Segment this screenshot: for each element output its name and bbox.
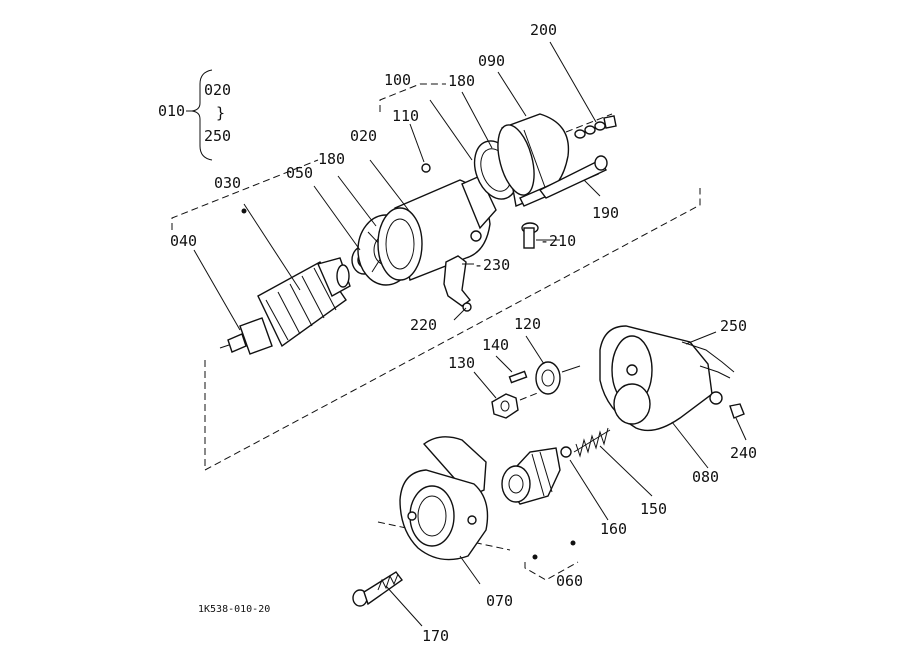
armature [219, 208, 351, 355]
lower-group-frame [204, 188, 701, 471]
callout-110: 110 [392, 107, 419, 125]
callout-170: 170 [422, 627, 449, 645]
callout-180-left: 180 [318, 150, 345, 168]
group-010-range-end: 250 [204, 127, 231, 145]
callout-210: -210 [540, 232, 576, 250]
callout-060: 060 [556, 572, 583, 590]
callout-labels: 030 040 050 180 020 110 100 180 090 200 … [170, 21, 757, 645]
through-bolts-190 [519, 155, 608, 207]
pinion-gear-120 [535, 361, 581, 395]
brush-holder-230 [421, 163, 472, 312]
leader-lines [193, 41, 747, 627]
drawing-code: 1K538-010-20 [198, 604, 270, 615]
group-010-bracket: 010 020 } 250 [158, 69, 231, 161]
group-010-range-tilde: } [216, 104, 225, 122]
callout-190: 190 [592, 204, 619, 222]
ball-160 [560, 446, 572, 458]
callout-150: 150 [640, 500, 667, 518]
group-010-range-start: 020 [204, 81, 231, 99]
callout-090: 090 [478, 52, 505, 70]
yoke-020 [377, 175, 497, 281]
callout-180-right: 180 [448, 72, 475, 90]
pin-140 [508, 370, 528, 384]
housing-080 [599, 325, 735, 432]
callout-200: 200 [530, 21, 557, 39]
callout-250: 250 [720, 317, 747, 335]
callout-160: 160 [600, 520, 627, 538]
drive-housing-070 [399, 436, 489, 561]
callout-040: 040 [170, 232, 197, 250]
upper-group-frame [171, 159, 319, 230]
callout-080: 080 [692, 468, 719, 486]
callout-050: 050 [286, 164, 313, 182]
callout-100: 100 [384, 71, 411, 89]
callout-030: 030 [214, 174, 241, 192]
group-010-label: 010 [158, 102, 185, 120]
spring-150 [573, 427, 611, 458]
callout-140: 140 [482, 336, 509, 354]
callout-130: 130 [448, 354, 475, 372]
overrunning-clutch-060 [501, 447, 576, 560]
callout-240: 240 [730, 444, 757, 462]
bolt-210 [521, 222, 539, 249]
nut-240 [729, 403, 745, 419]
callout-120: 120 [514, 315, 541, 333]
motor-group-frame [379, 83, 446, 112]
group-frames [171, 83, 701, 581]
retainer-130 [491, 391, 541, 419]
clutch-group-frame [524, 561, 579, 581]
nuts-washers-200 [565, 113, 617, 139]
callout-220: 220 [410, 316, 437, 334]
callout-230: -230 [474, 256, 510, 274]
callout-020: 020 [350, 127, 377, 145]
rear-cover-090 [497, 113, 570, 207]
bolt-170 [352, 571, 403, 607]
callout-070: 070 [486, 592, 513, 610]
